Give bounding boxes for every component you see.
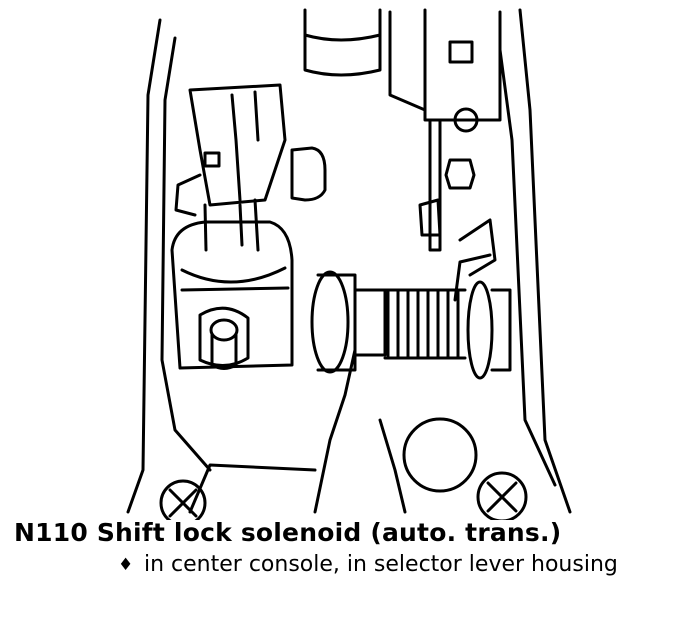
location-note: ♦ in center console, in selector lever h… (118, 552, 624, 578)
hex-nut-icon (444, 107, 479, 190)
figure-caption: N110 Shift lock solenoid (auto. trans.) … (14, 518, 674, 578)
upper-cylinder (303, 8, 382, 77)
selector-lever (418, 118, 497, 302)
component-name: Shift lock solenoid (auto. trans.) (96, 518, 562, 547)
solenoid-diagram (126, 8, 572, 520)
mounting-screw-icon (159, 417, 528, 520)
plunger-spring (310, 270, 512, 380)
top-bracket (388, 8, 502, 122)
component-code: N110 (14, 518, 88, 547)
electrical-connector (174, 83, 327, 252)
location-text: in center console, in selector lever hou… (144, 552, 618, 577)
caption-title: N110 Shift lock solenoid (auto. trans.) (14, 518, 674, 548)
housing-outline (126, 8, 572, 514)
bullet-diamond-icon: ♦ (118, 555, 134, 575)
solenoid-body (170, 220, 294, 370)
